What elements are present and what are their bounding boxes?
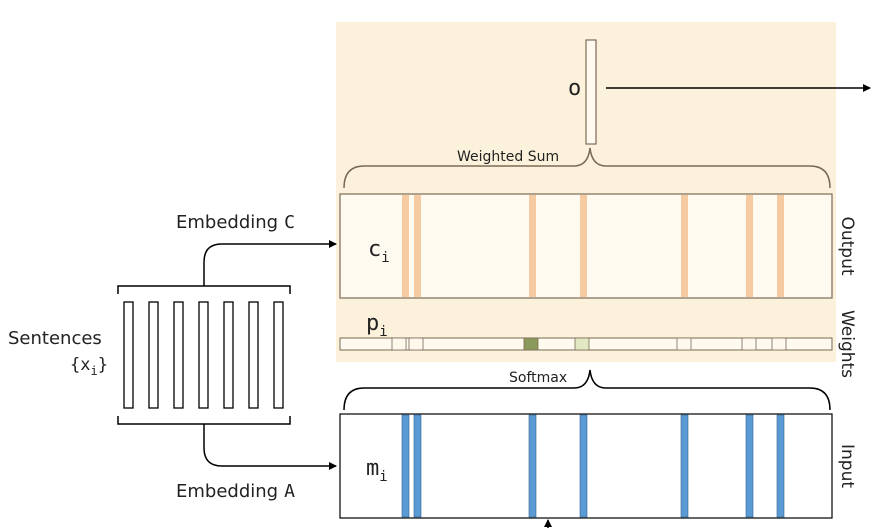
softmax-label: Softmax	[509, 370, 567, 386]
weight-cells	[391, 337, 787, 351]
x-sub: i	[90, 364, 97, 378]
output-stripe	[746, 195, 753, 297]
weights-label: pi	[366, 311, 388, 340]
output-memory-label: ci	[368, 237, 390, 266]
sentence-bar	[198, 301, 209, 409]
input-stripe	[680, 414, 689, 518]
output-vector-o	[585, 39, 597, 145]
output-stripe	[414, 195, 421, 297]
sentence-bar	[123, 301, 134, 409]
input-stripe	[776, 414, 785, 518]
sentence-bar	[173, 301, 184, 409]
input-memory-label: mi	[366, 456, 388, 485]
embedding-c-label: Embedding C	[176, 212, 295, 233]
embedding-a-word: Embedding	[176, 481, 278, 502]
embedding-a-label: Embedding A	[176, 481, 295, 502]
input-side-label: Input	[837, 444, 857, 488]
output-stripe	[402, 195, 409, 297]
x-open: {x	[70, 355, 90, 375]
output-stripe	[529, 195, 536, 297]
sentences-label: Sentences	[8, 328, 102, 349]
sentence-bar	[148, 301, 159, 409]
sentence-bar	[248, 301, 259, 409]
sentences-top-bracket	[117, 285, 291, 294]
weights-side-label: Weights	[837, 310, 857, 378]
embedding-c-word: Embedding	[176, 212, 278, 233]
weight-cell	[574, 337, 590, 351]
m-base: m	[366, 456, 379, 481]
output-stripe	[580, 195, 587, 297]
p-sub: i	[379, 324, 387, 340]
weight-cell	[523, 337, 539, 351]
sentence-bar	[223, 301, 234, 409]
output-side-label: Output	[837, 216, 857, 275]
output-memory-stripes	[402, 195, 784, 297]
sentences-set-label: {xi}	[70, 355, 108, 378]
weight-cell	[771, 337, 787, 351]
m-sub: i	[379, 469, 387, 485]
p-base: p	[366, 311, 379, 336]
output-stripe	[681, 195, 688, 297]
embedding-a-connector	[203, 424, 337, 470]
embedding-a-letter: A	[284, 481, 295, 502]
weighted-sum-brace	[343, 147, 831, 189]
sentences-bottom-bracket	[117, 416, 291, 425]
weighted-sum-label: Weighted Sum	[457, 149, 559, 165]
input-stripe	[401, 414, 410, 518]
sentence-bars	[123, 301, 284, 409]
sentence-bar	[273, 301, 284, 409]
weight-cell	[391, 337, 407, 351]
weight-cell	[676, 337, 692, 351]
embedding-c-connector	[203, 240, 337, 286]
input-stripe	[413, 414, 422, 518]
c-base: c	[368, 237, 381, 262]
input-memory-stripes	[401, 414, 785, 518]
input-stripe	[745, 414, 754, 518]
weight-cell	[408, 337, 424, 351]
output-stripe	[777, 195, 784, 297]
c-sub: i	[381, 250, 389, 266]
x-close: }	[98, 355, 108, 375]
output-vector-label: o	[568, 76, 581, 101]
embedding-c-letter: C	[284, 212, 295, 233]
weight-cell	[741, 337, 757, 351]
softmax-brace	[343, 369, 831, 411]
input-stripe	[579, 414, 588, 518]
input-stripe	[528, 414, 537, 518]
